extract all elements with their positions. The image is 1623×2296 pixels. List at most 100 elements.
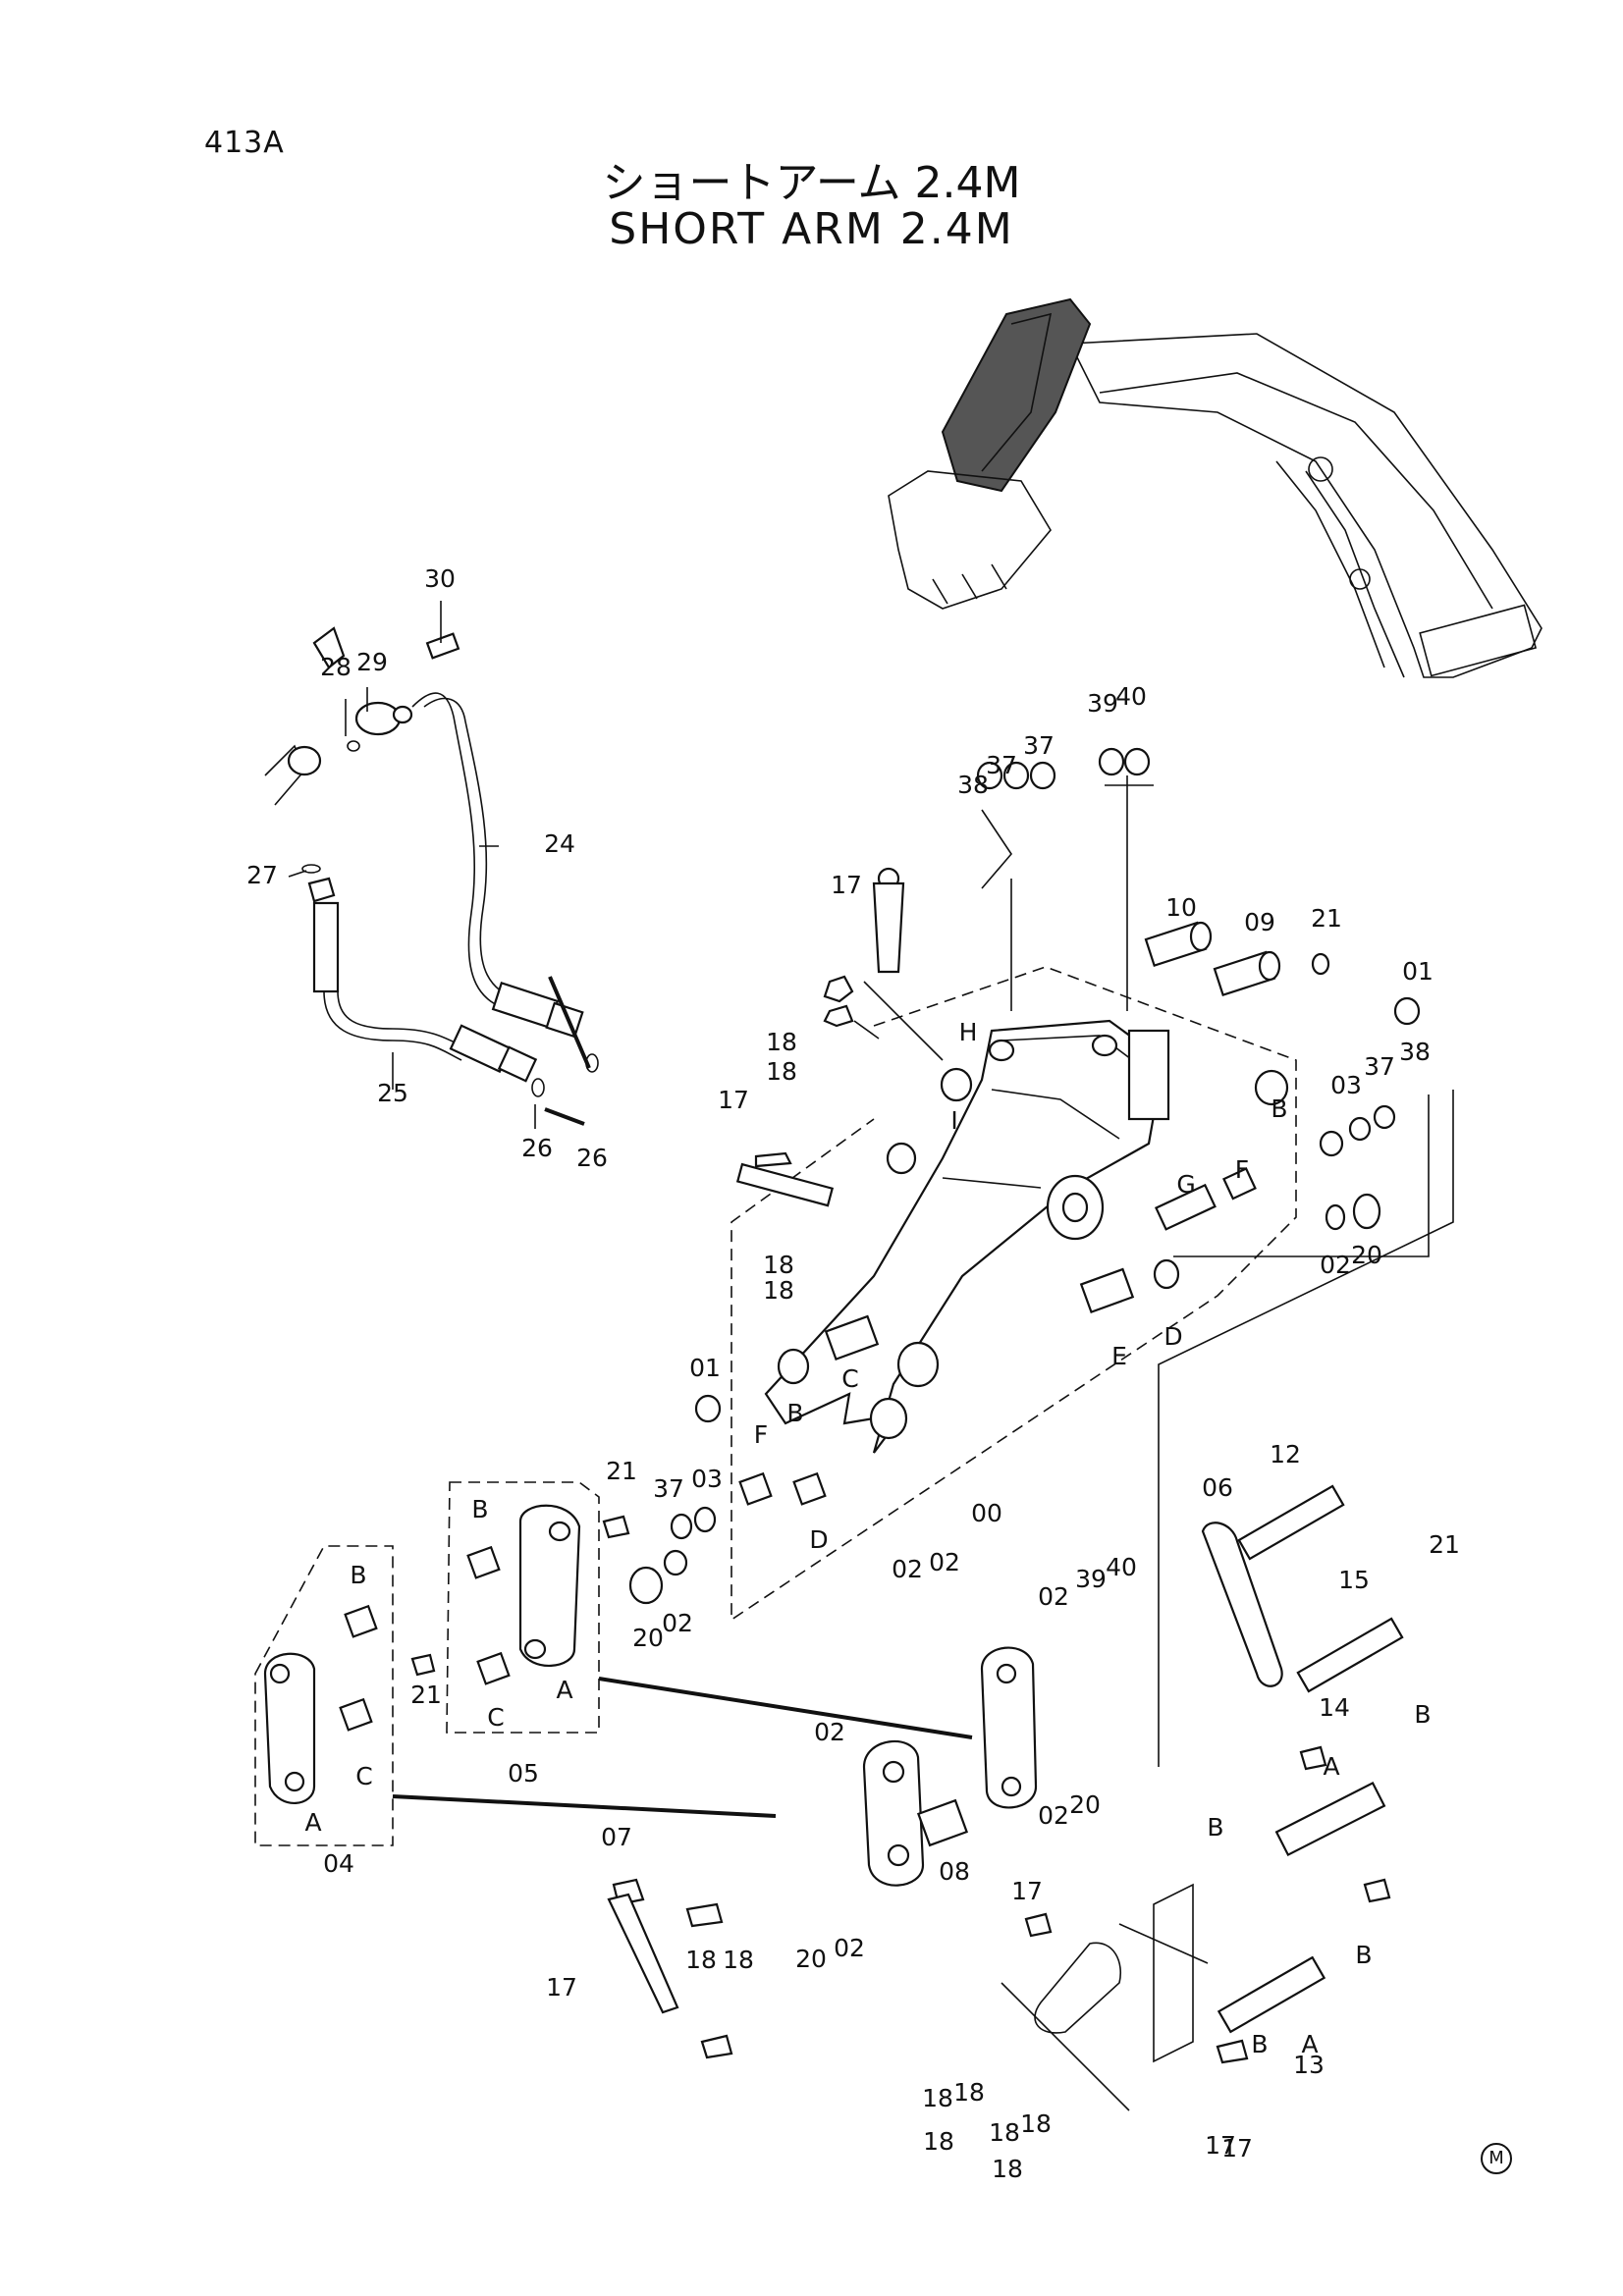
callout-label: 18: [1020, 2109, 1052, 2138]
callout-label: 28: [320, 653, 352, 681]
callout-label: 39: [1075, 1565, 1107, 1593]
page-title-english: SHORT ARM 2.4M: [609, 204, 1014, 254]
callout-label: E: [1111, 1342, 1127, 1370]
callout-label: 02: [892, 1555, 923, 1583]
callout-label: 38: [957, 771, 989, 799]
callout-label: B: [350, 1561, 366, 1589]
callout-label: 02: [929, 1548, 960, 1576]
callout-label: B: [1271, 1095, 1287, 1123]
callout-label: 06: [1202, 1473, 1233, 1502]
callout-label: C: [841, 1364, 858, 1393]
callout-label: B: [1414, 1700, 1431, 1729]
callout-label: 17: [1205, 2131, 1236, 2160]
callout-label: 15: [1338, 1566, 1370, 1594]
callout-label: A: [304, 1808, 321, 1837]
callout-label: H: [959, 1018, 978, 1046]
callout-label: 39: [1087, 689, 1118, 718]
callout-label: 24: [544, 829, 575, 858]
callout-label: 37: [1023, 731, 1055, 760]
callout-label: 40: [1106, 1553, 1137, 1581]
callout-label: 12: [1270, 1440, 1301, 1468]
callout-label: 37: [1364, 1052, 1395, 1081]
callout-label: 20: [632, 1624, 664, 1652]
callout-label: 18: [723, 1946, 754, 1974]
callout-label: 08: [939, 1857, 970, 1886]
callout-label: 02: [834, 1934, 865, 1962]
callout-label: 05: [508, 1759, 539, 1788]
callout-label: 18: [922, 2084, 953, 2112]
callout-label: D: [809, 1525, 828, 1554]
link-assembly-05: [446, 1481, 630, 1734]
callout-label: G: [1176, 1170, 1195, 1199]
lower-link-assembly: [607, 1484, 1404, 2111]
callout-label: 02: [814, 1718, 845, 1746]
link-assembly-04: [254, 1545, 973, 1846]
callout-label: C: [355, 1762, 372, 1790]
arm-assembly: [730, 966, 1297, 1622]
callout-label: 17: [546, 1973, 577, 2002]
page-title-japanese: ショートアーム 2.4M: [602, 158, 1021, 208]
callout-label: 18: [953, 2078, 985, 2107]
callout-label: F: [754, 1420, 768, 1449]
callout-label: 37: [653, 1474, 684, 1503]
callout-label: 07: [601, 1823, 632, 1851]
callout-label: 18: [923, 2127, 954, 2156]
callout-label: 04: [323, 1849, 354, 1878]
callout-label: D: [1163, 1322, 1182, 1351]
callout-label: A: [1323, 1752, 1339, 1781]
callout-label: 00: [971, 1499, 1002, 1527]
callout-label: B: [1251, 2030, 1268, 2058]
callout-label: 21: [410, 1681, 442, 1709]
callout-label: 01: [689, 1354, 721, 1382]
callout-label: I: [950, 1106, 957, 1135]
page-id: 413A: [204, 126, 285, 160]
callout-label: 01: [1402, 957, 1434, 986]
callout-label: 26: [576, 1144, 608, 1172]
callout-label: 03: [1330, 1071, 1362, 1099]
excavator-inset-illustration: [888, 297, 1542, 678]
callout-label: 21: [1311, 904, 1342, 933]
callout-label: 26: [521, 1134, 553, 1162]
callout-label: 18: [992, 2155, 1023, 2183]
callout-label: 17: [718, 1086, 749, 1114]
callout-label: 02: [662, 1609, 693, 1637]
callout-label: 27: [246, 861, 278, 889]
callout-label: 17: [1221, 2134, 1253, 2163]
callout-label: 02: [1038, 1801, 1069, 1830]
callout-label: 02: [1320, 1251, 1351, 1279]
callout-label: 20: [795, 1945, 827, 1973]
callout-label: 03: [691, 1465, 723, 1493]
callout-label: B: [1207, 1813, 1223, 1842]
callout-label: 17: [831, 871, 862, 899]
callout-label: A: [1301, 2030, 1318, 2058]
callout-label: 17: [1011, 1877, 1043, 1905]
callout-label: A: [556, 1676, 572, 1704]
callout-label: F: [1235, 1155, 1249, 1184]
callout-label: 40: [1115, 682, 1147, 711]
manual-revision-badge: M: [1481, 2143, 1512, 2174]
callout-label: 18: [766, 1028, 797, 1056]
callout-label: 38: [1399, 1038, 1431, 1066]
callout-label: B: [1355, 1941, 1372, 1969]
callout-label: 21: [606, 1457, 637, 1485]
arm-pins-and-bushings: [544, 747, 1454, 1767]
callout-label: 20: [1069, 1790, 1101, 1819]
callout-label: 30: [424, 564, 456, 593]
callout-label: 20: [1351, 1241, 1382, 1269]
callout-label: 02: [1038, 1582, 1069, 1611]
callout-label: 18: [685, 1946, 717, 1974]
callout-label: 18: [989, 2118, 1020, 2147]
hose-assembly: [264, 601, 599, 1129]
callout-label: 21: [1429, 1530, 1460, 1559]
callout-label: 18: [763, 1276, 794, 1305]
callout-label: 10: [1165, 893, 1197, 922]
callout-label: C: [487, 1703, 504, 1732]
callout-label: 37: [986, 751, 1017, 779]
callout-label: 18: [763, 1251, 794, 1279]
callout-label: 13: [1293, 2051, 1325, 2079]
callout-label: 25: [377, 1079, 408, 1107]
callout-label: B: [786, 1399, 803, 1427]
callout-label: 14: [1319, 1693, 1350, 1722]
